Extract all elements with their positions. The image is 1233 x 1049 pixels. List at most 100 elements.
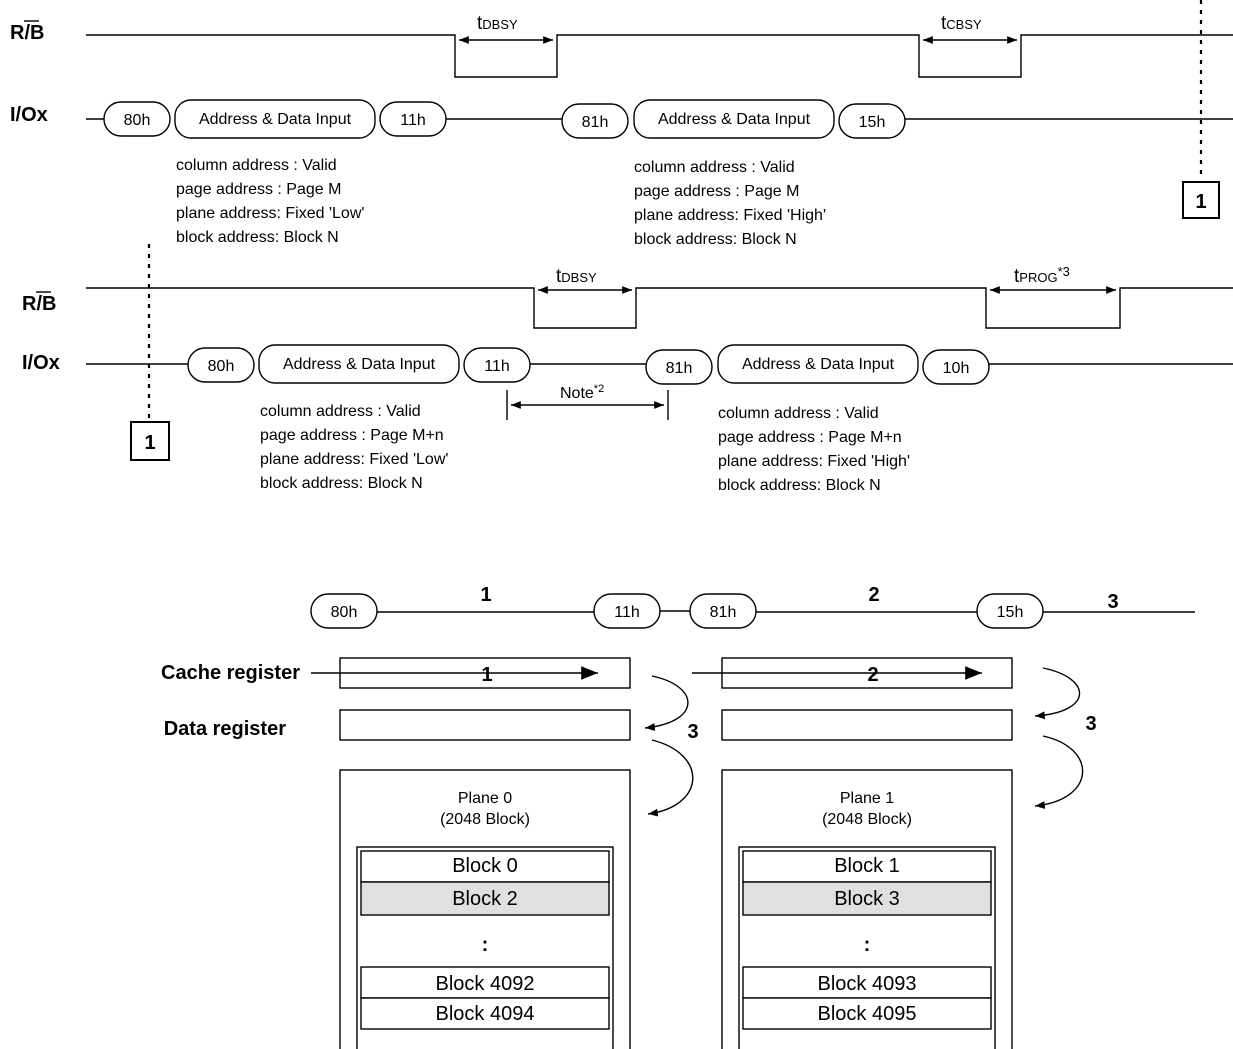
note-label: Note*2	[560, 383, 604, 402]
cmd-81h-2-label: 81h	[666, 360, 693, 377]
cmd-80h-2-label: 80h	[208, 358, 235, 375]
rb-signal-label-2: R/B	[22, 293, 56, 315]
io-signal-label-1: I/Ox	[10, 104, 48, 126]
flow-cmd-11h-label: 11h	[614, 604, 640, 621]
plane-0-count: (2048 Block)	[440, 811, 530, 828]
flow-cmd-80h	[310, 593, 378, 629]
addr-data-input-2b-label: Address & Data Input	[742, 356, 895, 373]
cmd-15h-1-label: 15h	[859, 114, 886, 131]
addr-data-input-1a	[174, 99, 376, 139]
rb-signal-label-1: R/B	[10, 22, 44, 44]
cmd-81h-1	[561, 103, 629, 139]
cmd-81h-2	[645, 349, 713, 385]
connector-label-left: 1	[144, 432, 155, 454]
cmd-10h-2-label: 10h	[943, 360, 970, 377]
plane-0-block-label: Block 4092	[436, 973, 535, 995]
io-signal-label-2: I/Ox	[22, 352, 60, 374]
info-column-address: column address : Valid	[634, 159, 795, 176]
cache-step-2-label: 2	[867, 664, 878, 686]
connector-box-right	[1182, 181, 1220, 219]
flow-step-2-label: 2	[868, 584, 879, 606]
flow-cmd-15h	[976, 593, 1044, 629]
addr-data-input-2b	[717, 344, 919, 384]
plane-0-block-row-highlighted	[360, 881, 610, 916]
cmd-80h-1-label: 80h	[124, 112, 151, 129]
addr-data-input-2a	[258, 344, 460, 384]
info-column-address: column address : Valid	[176, 157, 337, 174]
plane-1-block-label: Block 1	[834, 855, 900, 877]
addr-data-input-1b-label: Address & Data Input	[658, 111, 811, 128]
info-block-address: block address: Block N	[634, 231, 797, 248]
tdbsy-label-2: tDBSY	[556, 266, 597, 287]
info-page-address: page address : Page M	[634, 183, 799, 200]
plane-0-block-label: Block 2	[452, 888, 518, 910]
cmd-11h-2	[463, 347, 531, 383]
info-plane-address: plane address: Fixed 'Low'	[176, 205, 364, 222]
plane-1: Plane 1 (2048 Block) Block 1 Block 3 : B…	[721, 769, 1013, 1049]
plane-1-count: (2048 Block)	[822, 811, 912, 828]
cache-register-label: Cache register	[161, 662, 300, 684]
cmd-11h-2-label: 11h	[484, 358, 510, 375]
plane-1-block-row-highlighted	[742, 881, 992, 916]
rb-waveform-1	[86, 34, 1233, 78]
info-page-address: page address : Page M+n	[260, 427, 444, 444]
info-block-address: block address: Block N	[718, 477, 881, 494]
transfer-step-3-label-0: 3	[687, 721, 698, 743]
data-register-plane-0	[339, 709, 631, 741]
flow-cmd-81h-label: 81h	[710, 604, 737, 621]
tdbsy-label-1: tDBSY	[477, 13, 518, 34]
info-page-address: page address : Page M	[176, 181, 341, 198]
cmd-80h-2	[187, 347, 255, 383]
cmd-10h-2	[922, 349, 990, 385]
transfer-arrow-cache-to-data-1	[1034, 667, 1081, 720]
plane-0-title: Plane 0	[458, 790, 512, 807]
plane-1-block-row	[742, 997, 992, 1030]
cmd-80h-1	[103, 101, 171, 137]
rb-waveform-2	[86, 287, 1233, 329]
plane-1-title: Plane 1	[840, 790, 894, 807]
plane-0-ellipsis: :	[482, 934, 489, 956]
info-plane-address: plane address: Fixed 'High'	[634, 207, 826, 224]
cache-step-1-label: 1	[481, 664, 492, 686]
plane-1-block-row	[742, 966, 992, 999]
plane-0-block-label: Block 0	[452, 855, 518, 877]
plane-1-ellipsis: :	[864, 934, 871, 956]
tprog-label: tPROG*3	[1014, 264, 1070, 287]
plane-1-block-label: Block 3	[834, 888, 900, 910]
plane-0: Plane 0 (2048 Block) Block 0 Block 2 : B…	[339, 769, 631, 1049]
connector-label-right: 1	[1195, 191, 1206, 213]
cmd-15h-1	[838, 103, 906, 139]
flow-cmd-81h	[689, 593, 757, 629]
transfer-arrow-data-to-plane-0	[647, 739, 694, 817]
transfer-arrow-cache-to-data-0	[644, 675, 689, 731]
plane-1-block-row	[742, 850, 992, 883]
plane-1-block-label: Block 4093	[818, 973, 917, 995]
flow-cmd-15h-label: 15h	[997, 604, 1024, 621]
plane-0-block-row	[360, 997, 610, 1030]
flow-step-3-label: 3	[1107, 591, 1118, 613]
transfer-step-3-label-1: 3	[1085, 713, 1096, 735]
cmd-81h-1-label: 81h	[582, 114, 609, 131]
plane-0-block-row	[360, 966, 610, 999]
tcbsy-label-1: tCBSY	[941, 13, 982, 34]
cmd-11h-1-label: 11h	[400, 112, 426, 129]
flow-cmd-80h-label: 80h	[331, 604, 358, 621]
addr-data-input-1b	[633, 99, 835, 139]
flow-step-1-label: 1	[480, 584, 491, 606]
addr-data-input-2a-label: Address & Data Input	[283, 356, 436, 373]
info-page-address: page address : Page M+n	[718, 429, 902, 446]
info-column-address: column address : Valid	[260, 403, 421, 420]
transfer-arrow-data-to-plane-1	[1034, 735, 1084, 809]
plane-1-block-label: Block 4095	[818, 1003, 917, 1025]
info-plane-address: plane address: Fixed 'High'	[718, 453, 910, 470]
plane-0-block-label: Block 4094	[436, 1003, 535, 1025]
info-plane-address: plane address: Fixed 'Low'	[260, 451, 448, 468]
data-register-plane-1	[721, 709, 1013, 741]
data-register-label: Data register	[164, 718, 286, 740]
connector-box-left	[130, 421, 170, 461]
addr-data-input-1a-label: Address & Data Input	[199, 111, 352, 128]
info-block-address: block address: Block N	[260, 475, 423, 492]
info-block-address: block address: Block N	[176, 229, 339, 246]
info-column-address: column address : Valid	[718, 405, 879, 422]
